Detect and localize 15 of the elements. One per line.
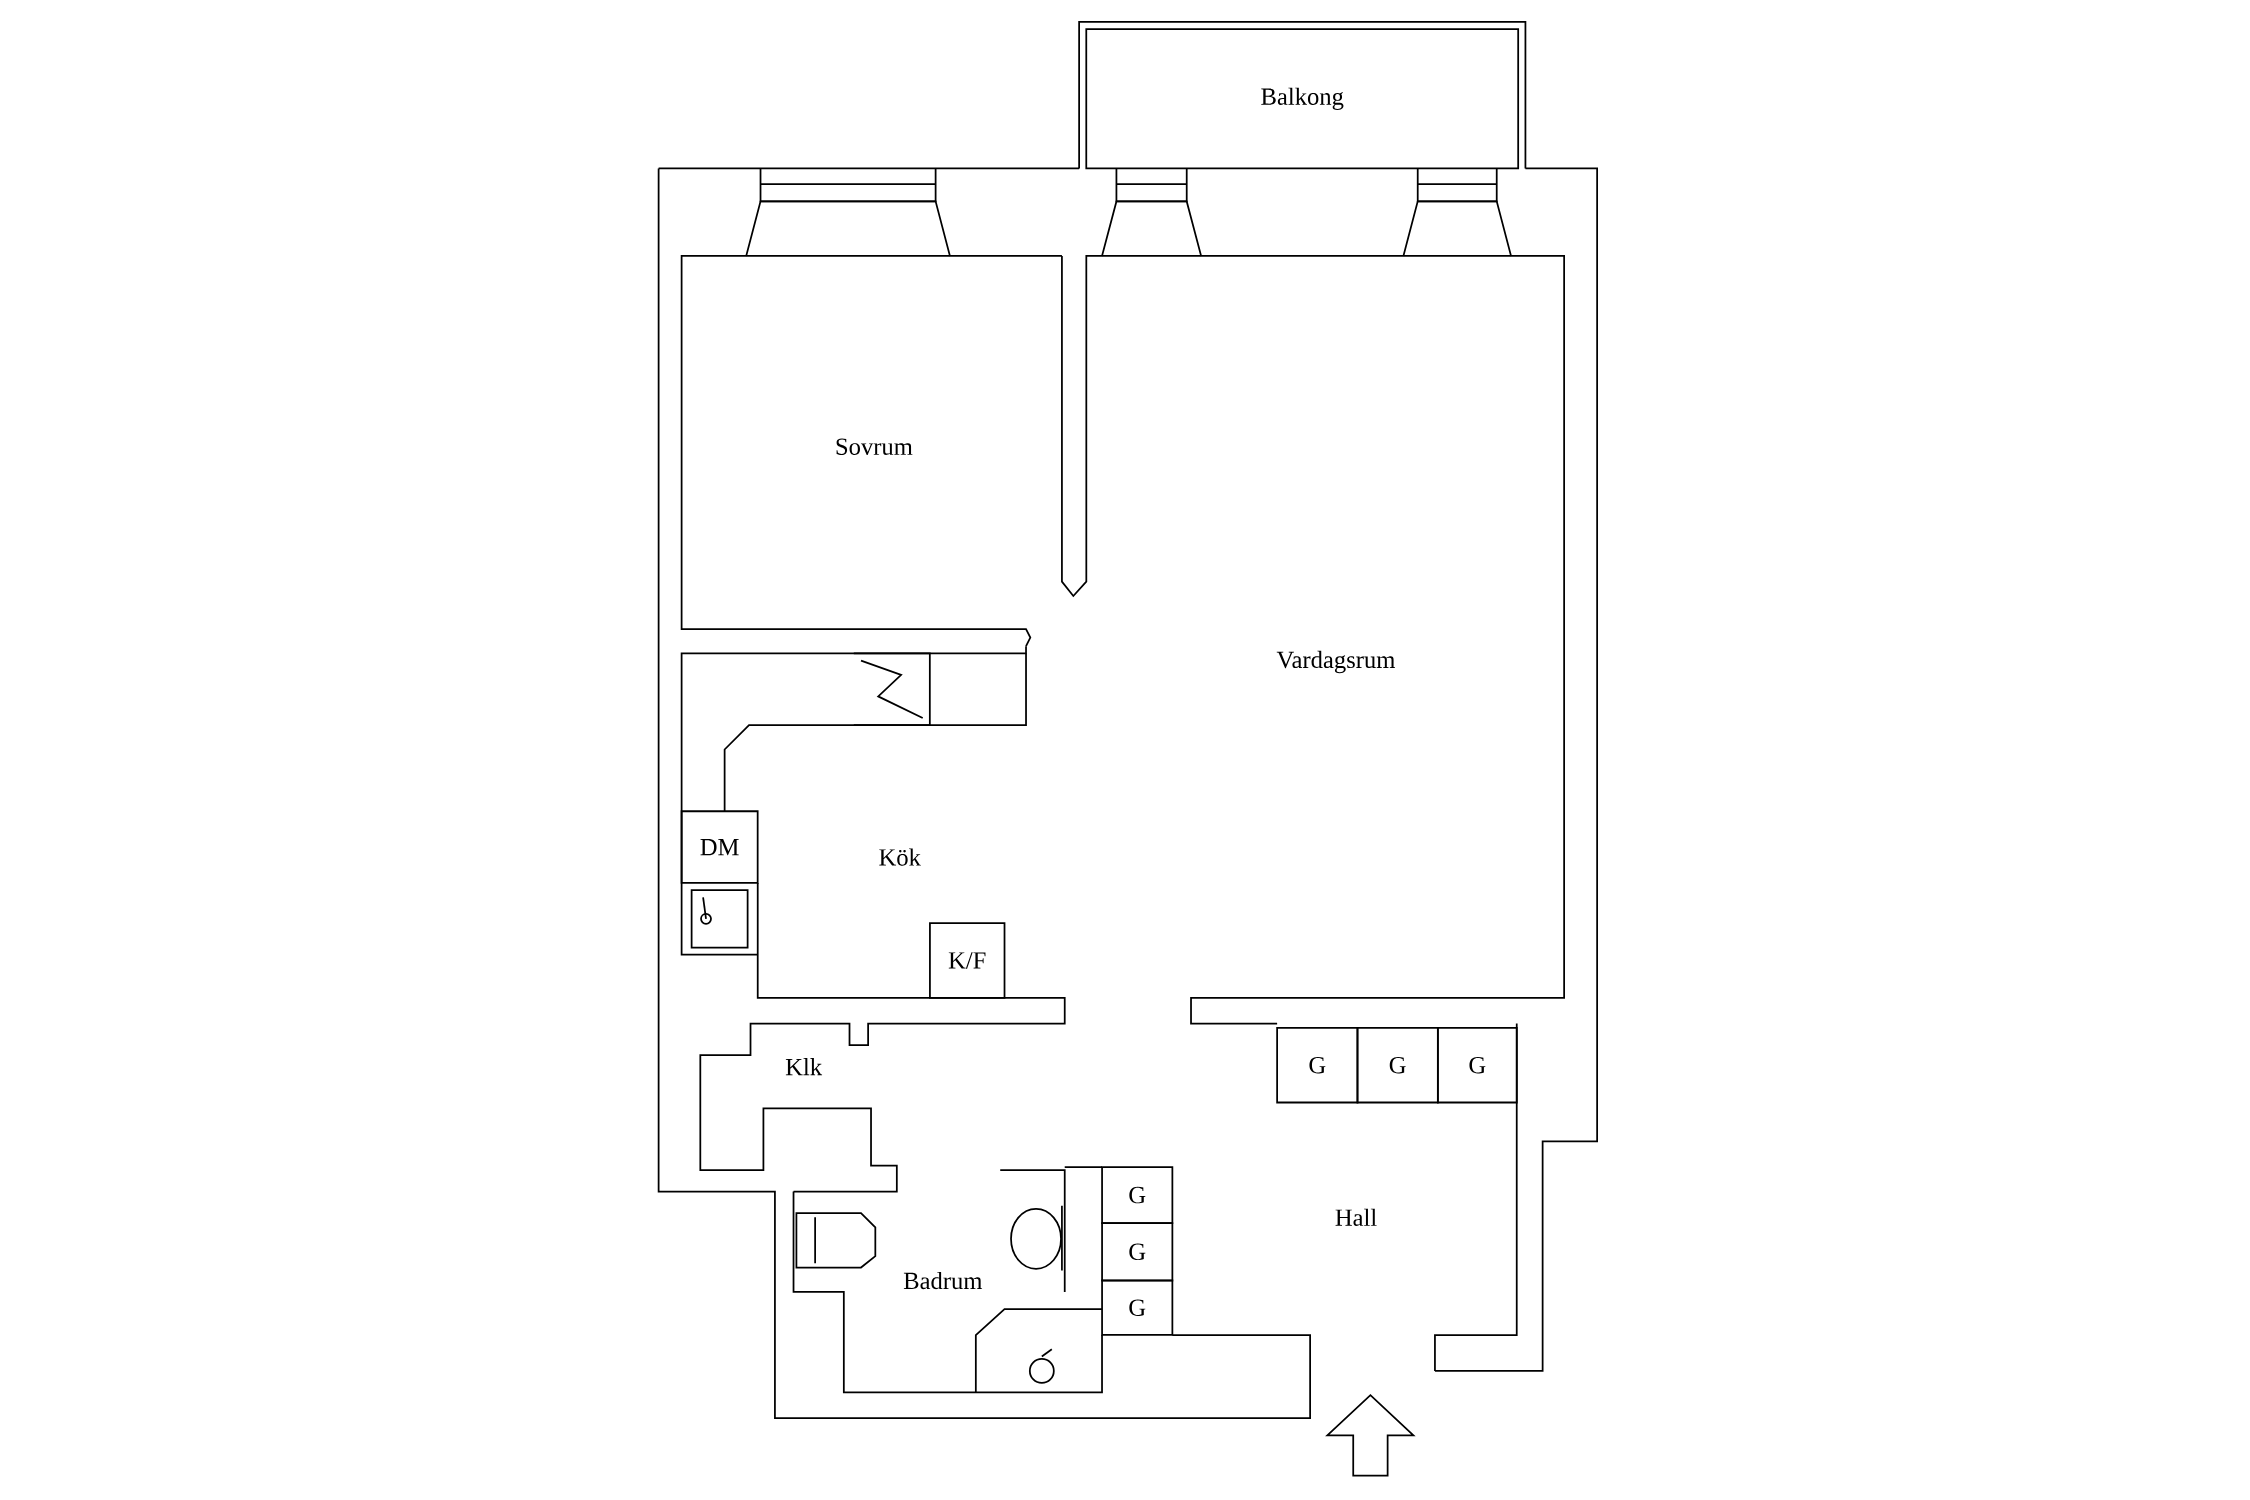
cabinet-box: G: [1276, 1027, 1359, 1104]
room-label: Vardagsrum: [1276, 650, 1395, 674]
cabinet-box: G: [1356, 1027, 1439, 1104]
balcony-box: Balkong: [1085, 28, 1520, 170]
cabinet-box: G: [1101, 1279, 1174, 1336]
fridge-box: K/F: [929, 922, 1006, 999]
room-label: Sovrum: [836, 438, 913, 455]
cabinet-box: G: [1437, 1027, 1518, 1104]
room-label: Hall: [1335, 1208, 1377, 1226]
dishwasher-box: DM: [680, 810, 759, 884]
room-label: Badrum: [903, 1271, 983, 1290]
room-label: Klk: [785, 1058, 823, 1076]
cabinet-box: G: [1101, 1166, 1174, 1224]
room-label: Kök: [879, 848, 921, 866]
cabinet-box: G: [1101, 1222, 1174, 1282]
